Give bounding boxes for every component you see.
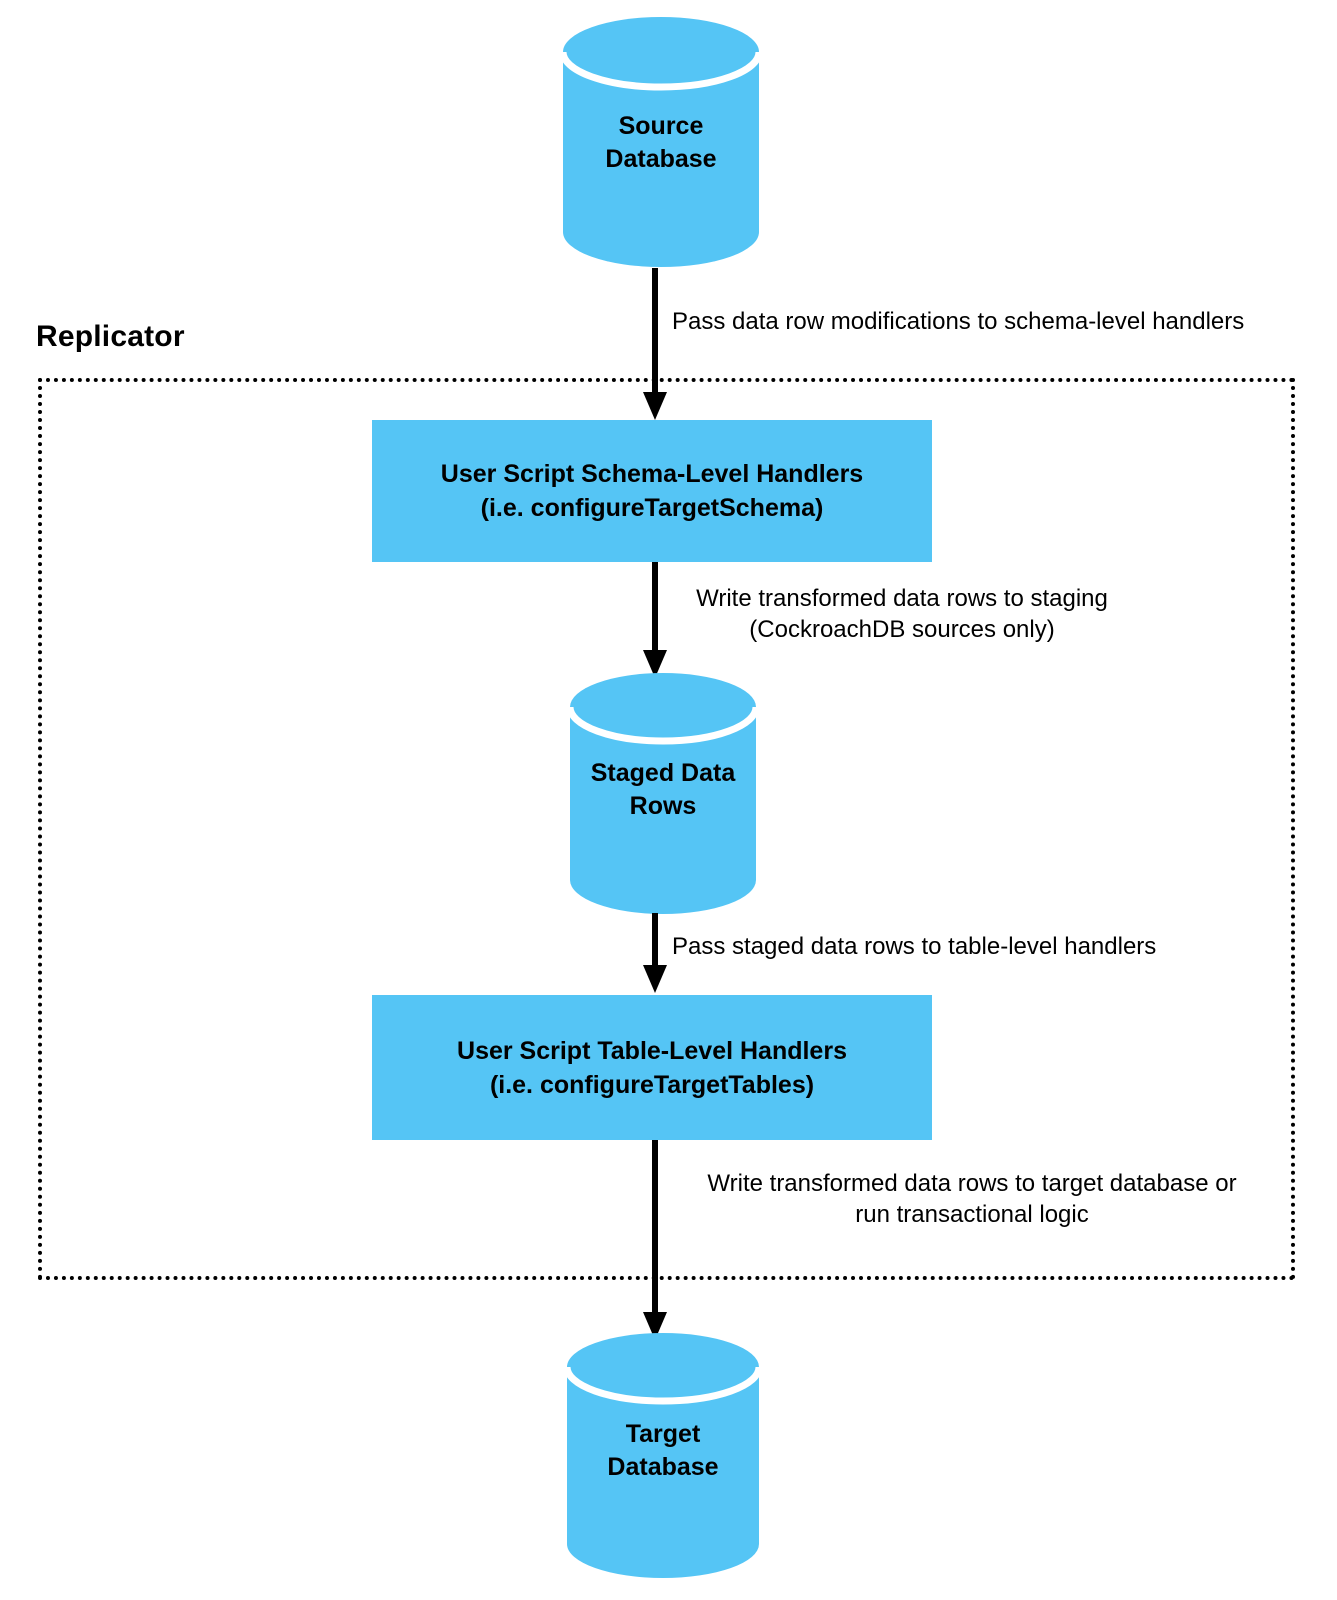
- node-table-level-handlers: User Script Table-Level Handlers (i.e. c…: [372, 995, 932, 1140]
- group-box-replicator: [38, 378, 1295, 1280]
- arrow-table-to-target: [642, 1140, 668, 1340]
- group-title-replicator: Replicator: [36, 320, 185, 353]
- edge-label-source-to-schema: Pass data row modifications to schema-le…: [672, 308, 1245, 335]
- arrow-schema-to-staged: [642, 562, 668, 678]
- arrow-source-to-schema: [642, 268, 668, 420]
- node-schema-level-handlers: User Script Schema-Level Handlers (i.e. …: [372, 420, 932, 562]
- edge-label-table-to-target: Write transformed data rows to target da…: [707, 1170, 1237, 1229]
- node-source-database: Source Database: [559, 17, 763, 267]
- edge-label-schema-to-staged: Write transformed data rows to staging (…: [696, 585, 1108, 644]
- arrow-staged-to-table: [642, 913, 668, 993]
- node-staged-data-rows: Staged Data Rows: [566, 673, 760, 914]
- edge-label-staged-to-table: Pass staged data rows to table-level han…: [672, 933, 1157, 960]
- node-target-database: Target Database: [563, 1333, 763, 1578]
